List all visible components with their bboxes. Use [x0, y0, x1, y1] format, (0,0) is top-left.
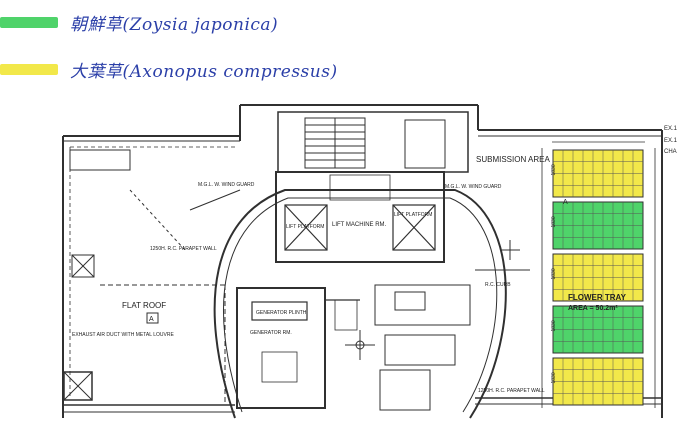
stair-core	[277, 111, 469, 173]
flat-roof-label: FLAT ROOF	[122, 301, 166, 310]
tray-dimension-label: 1830	[551, 372, 557, 383]
yellow-legend-text: 大葉草(Axonopus compressus)	[70, 62, 338, 82]
green-swatch	[0, 17, 58, 28]
tray-dimensions	[541, 141, 656, 408]
flat-roof-details	[63, 149, 241, 405]
yellow-swatch	[0, 64, 58, 75]
tray-dimension-label: 1830	[551, 164, 557, 175]
lift-machine-room	[275, 171, 445, 263]
lift-platform-left-label: LIFT PLATFORM	[286, 224, 324, 230]
rc-curb-label: R.C. CURB	[485, 282, 511, 288]
flower-tray-label: FLOWER TRAY	[568, 293, 627, 302]
generator-room-label: GENERATOR RM.	[250, 330, 292, 336]
tray-dimension-label: 1830	[551, 216, 557, 227]
flower-tray-area-label: AREA = 50.2m²	[568, 305, 618, 312]
tray-dimension-label: 1830	[551, 268, 557, 279]
generator-room	[236, 287, 360, 409]
parapet-wall-label: 1250H. R.C. PARAPET WALL	[150, 246, 217, 252]
lift-platform-right-label: LIFT PLATFORM	[394, 212, 432, 218]
flower-tray-label-group: FLOWER TRAY AREA = 50.2m² A	[563, 199, 627, 312]
legend-green: 朝鮮草(Zoysia japonica)	[0, 10, 278, 35]
flower-tray: 1830 1830 1830 1830 1830	[551, 149, 644, 406]
lift-machine-label: LIFT MACHINE RM.	[332, 222, 387, 228]
legend-yellow: 大葉草(Axonopus compressus)	[0, 57, 338, 82]
green-legend-text: 朝鮮草(Zoysia japonica)	[70, 15, 279, 35]
wind-guard-right-label: M.G.L. W. WIND GUARD	[445, 184, 502, 190]
ex-tag-1: EX.1	[664, 126, 678, 132]
inner-rooms-right	[345, 240, 530, 411]
submission-area-label: SUBMISSION AREA	[476, 155, 550, 164]
plan-labels: SUBMISSION AREA FLAT ROOF A LIFT MACHINE…	[72, 126, 678, 394]
parapet-wall-right-label: 1250H. R.C. PARAPET WALL	[478, 388, 545, 394]
generator-plinth-label: GENERATOR PLINTH	[256, 310, 307, 316]
wind-guard-left-label: M.G.L. W. WIND GUARD	[198, 182, 255, 188]
mark-a-flat-roof: A	[149, 316, 154, 323]
tray-dimension-label: 1830	[551, 320, 557, 331]
exhaust-label: EXHAUST AIR DUCT WITH METAL LOUVRE	[72, 332, 174, 338]
ex-tag-2: EX.1	[664, 138, 678, 144]
ex-tag-3: CHA	[664, 149, 677, 155]
mark-a-tray: A	[563, 199, 568, 206]
